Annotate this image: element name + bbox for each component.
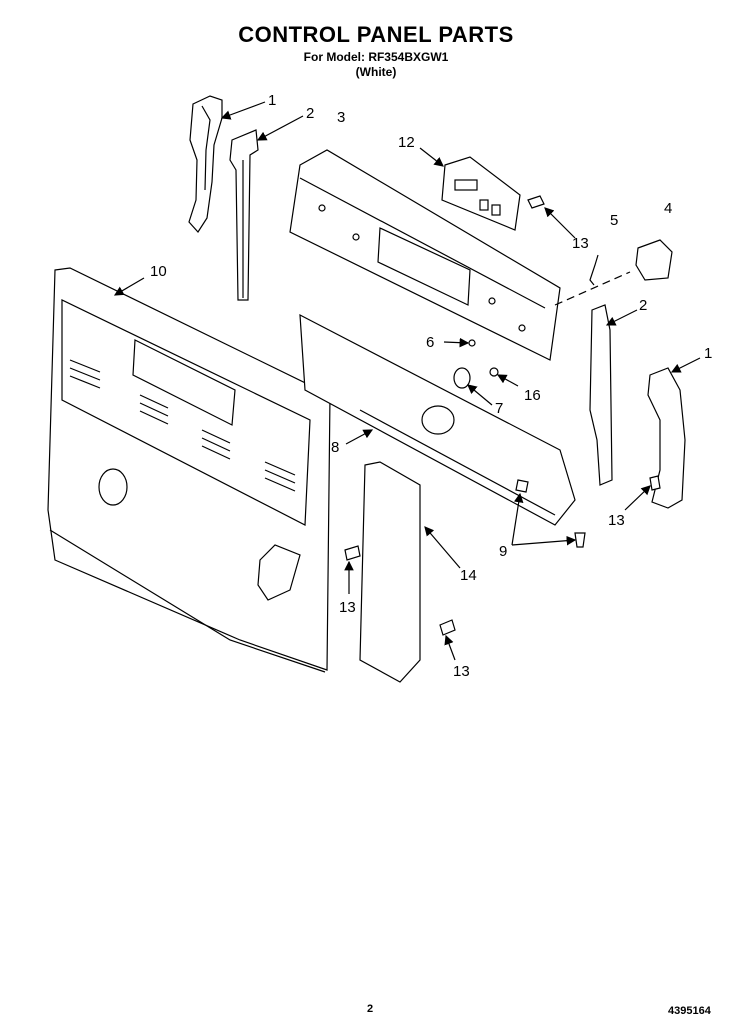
model-line: For Model: RF354BXGW1 (303, 50, 449, 64)
callout-label: 7 (495, 400, 503, 417)
callout-label: 10 (150, 263, 167, 280)
nut-part (468, 339, 476, 347)
callout-label: 2 (639, 297, 647, 314)
callout-label: 1 (704, 345, 712, 362)
lower-panel-part (299, 313, 576, 526)
document-number: 4395164 (668, 1005, 711, 1017)
callout-label: 5 (610, 212, 618, 229)
end-cap-left-part (188, 95, 223, 233)
control-panel-part (289, 149, 561, 361)
screw-part (515, 479, 529, 493)
callout-label: 1 (268, 92, 276, 109)
callout-label: 13 (339, 599, 356, 616)
callout-label: 13 (572, 235, 589, 252)
clip-part (489, 367, 499, 377)
callout-label: 9 (499, 543, 507, 560)
back-panel-part (47, 267, 331, 673)
bracket-left-part (229, 129, 259, 301)
callout-label: 8 (331, 439, 339, 456)
callout-label: 2 (306, 105, 314, 122)
dashed-leader (554, 271, 631, 306)
callout-label: 3 (337, 109, 345, 126)
page-title: CONTROL PANEL PARTS (238, 22, 514, 47)
leader-lines (113, 101, 701, 661)
switch-part (635, 239, 673, 281)
clock-timer-part (441, 156, 521, 231)
callout-label: 12 (398, 134, 415, 151)
end-cap-right-part (647, 367, 686, 509)
screw-part (439, 619, 456, 636)
knob-part (453, 367, 471, 389)
callout-label: 13 (453, 663, 470, 680)
page-number: 2 (367, 1003, 374, 1015)
bracket-right-part (589, 304, 613, 486)
callout-label: 14 (460, 567, 477, 584)
screw-part (649, 475, 661, 491)
rear-bracket-part (359, 461, 421, 683)
callout-label: 6 (426, 334, 434, 351)
color-line: (White) (355, 65, 397, 79)
screw-part (527, 195, 545, 209)
wire-part (589, 254, 599, 286)
callout-label: 16 (524, 387, 541, 404)
screw-part (344, 545, 361, 561)
screw-part (574, 532, 586, 548)
callout-label: 4 (664, 200, 672, 217)
callout-label: 13 (608, 512, 625, 529)
